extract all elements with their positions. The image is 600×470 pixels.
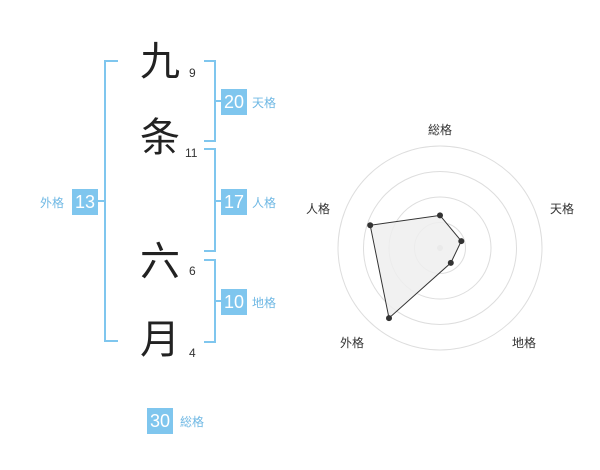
gaikaku-bracket-tick	[98, 200, 105, 202]
radar-polygon-group	[369, 214, 462, 320]
radar-ring-4	[337, 145, 543, 351]
radar-axis-label-soukaku: 総格	[428, 123, 453, 137]
name-char-4: 月	[140, 317, 180, 363]
radar-points	[367, 212, 465, 322]
radar-axis-label-tenkaku: 天格	[550, 202, 575, 216]
radar-axis-label-chikaku: 地格	[512, 336, 537, 350]
name-char-3: 六	[140, 239, 180, 285]
stroke-count-4: 4	[189, 346, 196, 360]
radar-point-1	[458, 238, 465, 245]
chikaku-label: 地格	[252, 296, 277, 310]
radar-axis-label-gaikaku: 外格	[340, 336, 365, 350]
radar-point-4	[367, 222, 374, 229]
chikaku-value: 10	[221, 289, 247, 315]
radar-ring-3	[363, 171, 517, 325]
radar-point-3	[386, 315, 392, 322]
radar-axis-label-jinkaku: 人格	[306, 202, 331, 216]
radar-polygon	[369, 214, 462, 320]
jinkaku-label: 人格	[252, 196, 277, 210]
gaikaku-label: 外格	[40, 196, 65, 210]
radar-point-0	[437, 212, 443, 219]
soukaku-label: 総格	[180, 415, 205, 429]
radar-point-2	[447, 259, 454, 266]
tenkaku-bracket-tick	[215, 100, 221, 102]
tenkaku-label: 天格	[252, 96, 277, 110]
stroke-count-1: 9	[189, 66, 196, 80]
soukaku-value: 30	[147, 408, 173, 434]
jinkaku-value: 17	[221, 189, 247, 215]
gaikaku-bracket	[104, 60, 118, 342]
tenkaku-value: 20	[221, 89, 247, 115]
jinkaku-bracket-tick	[215, 200, 221, 202]
chikaku-bracket-tick	[215, 300, 221, 302]
stroke-count-2: 11	[185, 146, 198, 160]
radar-rings	[337, 145, 543, 351]
name-char-1: 九	[140, 39, 180, 85]
gaikaku-value: 13	[72, 189, 98, 215]
stroke-count-3: 6	[189, 264, 196, 278]
name-char-2: 条	[140, 115, 180, 161]
